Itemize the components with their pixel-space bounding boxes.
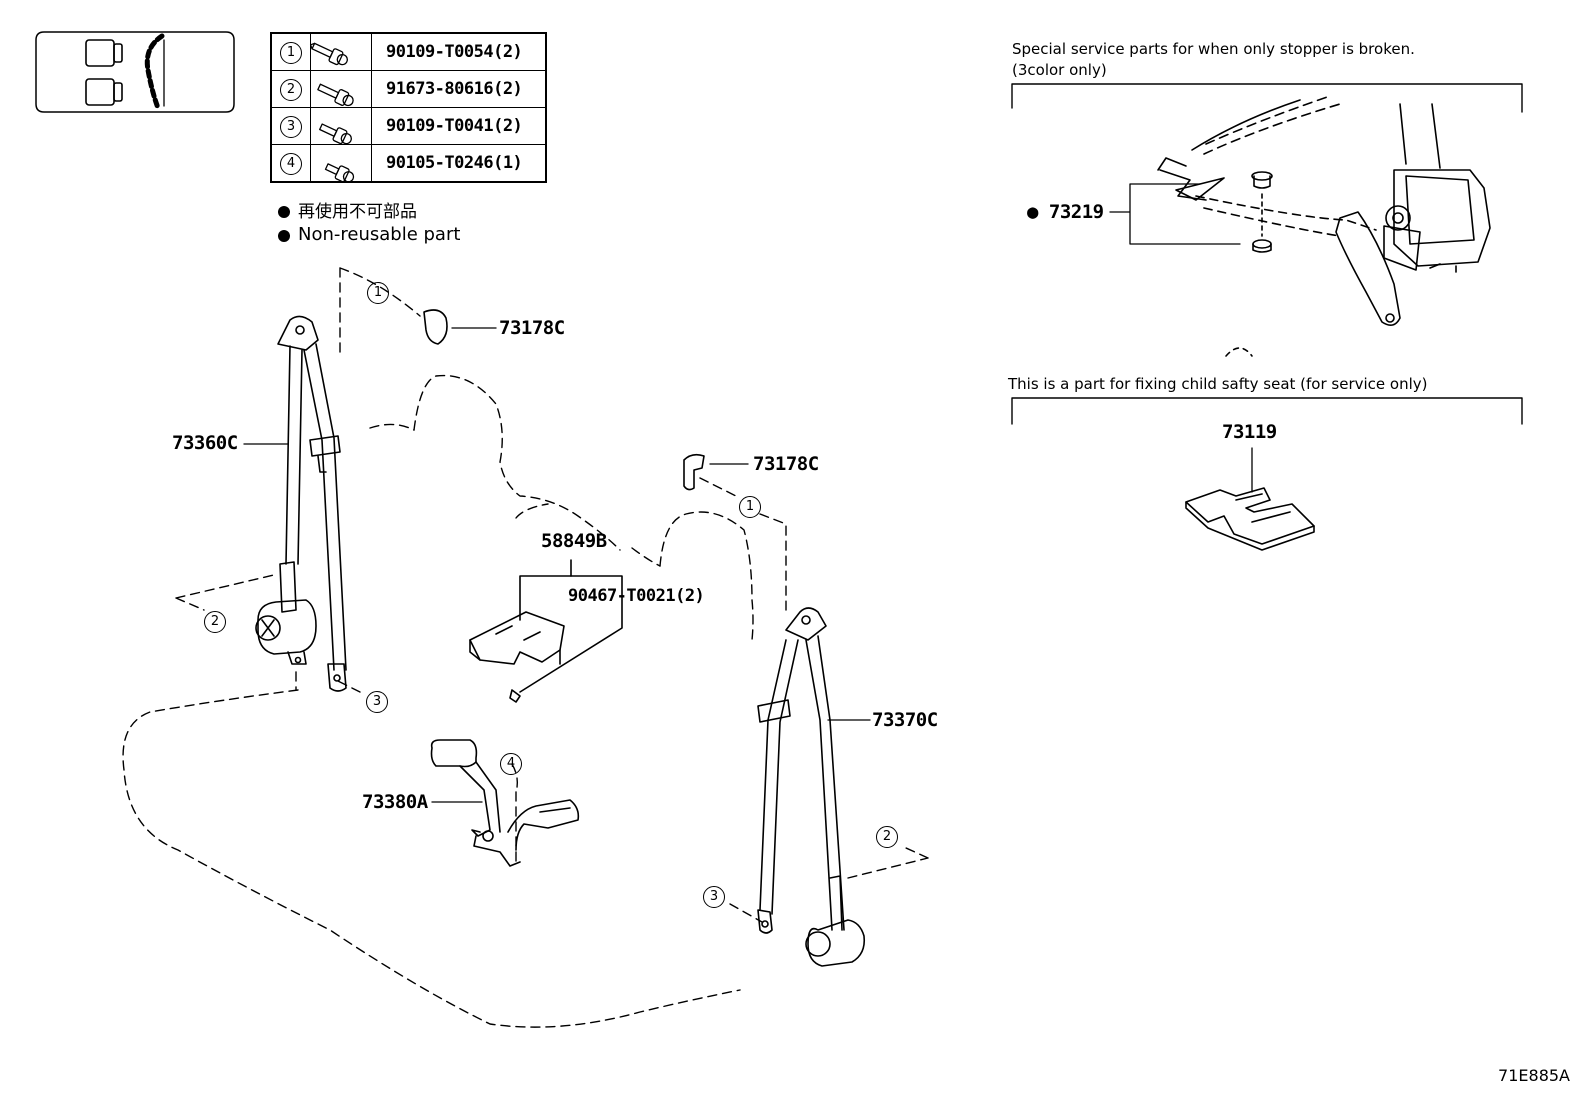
callout-73370C: 73370C — [872, 709, 938, 731]
cover-right-part — [683, 453, 705, 491]
fastener-part-number: 90109-T0041(2) — [371, 107, 547, 145]
ref-circle-2: 2 — [204, 611, 226, 633]
child-seat-inset — [1011, 397, 1523, 551]
fastener-part-number: 91673-80616(2) — [371, 70, 547, 108]
callout-90467-T0021: 90467-T0021(2) — [568, 586, 705, 606]
callout-73178C-left: 73178C — [499, 317, 565, 339]
non-reusable-marker-icon — [278, 206, 290, 218]
diagram-code: 71E885A — [1498, 1066, 1570, 1085]
non-reusable-marker-icon: ● — [1027, 201, 1038, 223]
fastener-bolt-icon — [310, 32, 372, 71]
vehicle-locator-icon — [35, 31, 235, 113]
fastener-row: 1 90109-T0054(2) — [270, 32, 547, 71]
callout-73360C: 73360C — [172, 432, 238, 454]
buckle-assembly — [430, 739, 580, 867]
ref-circle-3: 3 — [703, 886, 725, 908]
ref-circle-2: 2 — [876, 826, 898, 848]
center-part-58849B — [469, 559, 623, 703]
fastener-index: 4 — [280, 152, 302, 175]
cover-left-part — [423, 309, 448, 345]
fastener-index: 1 — [280, 41, 302, 64]
legend-japanese: 再使用不可部品 — [298, 202, 417, 222]
fastener-bolt-icon — [310, 107, 372, 145]
callout-58849B: 58849B — [541, 530, 607, 552]
fastener-bolt-icon — [310, 144, 372, 183]
fastener-bolt-icon — [310, 70, 372, 108]
right-belt-assembly — [757, 607, 866, 967]
fastener-table: 1 90109-T0054(2) 2 91673-80616(2) 3 9010… — [270, 32, 547, 183]
stopper-note: Special service parts for when only stop… — [1012, 40, 1415, 58]
fastener-row: 2 91673-80616(2) — [270, 70, 547, 108]
fastener-part-number: 90109-T0054(2) — [371, 32, 547, 71]
legend-english: Non-reusable part — [298, 224, 461, 245]
callout-73380A: 73380A — [362, 791, 428, 813]
callout-leaders — [243, 183, 1253, 803]
non-reusable-marker-icon — [278, 230, 290, 242]
callout-73119: 73119 — [1222, 421, 1277, 443]
ref-circle-1: 1 — [739, 496, 761, 518]
ref-circle-4: 4 — [500, 753, 522, 775]
left-belt-assembly — [255, 315, 347, 692]
child-seat-note: This is a part for fixing child safty se… — [1008, 375, 1428, 393]
callout-73219: ● 73219 — [1027, 201, 1104, 223]
stopper-inset — [1011, 83, 1523, 357]
fastener-row: 3 90109-T0041(2) — [270, 107, 547, 145]
fastener-index: 2 — [280, 78, 302, 101]
ref-circle-1: 1 — [367, 282, 389, 304]
ref-circle-3: 3 — [366, 691, 388, 713]
stopper-note-sub: (3color only) — [1012, 61, 1107, 79]
fastener-row: 4 90105-T0246(1) — [270, 144, 547, 183]
fastener-part-number: 90105-T0246(1) — [371, 144, 547, 183]
fastener-index: 3 — [280, 115, 302, 138]
callout-73178C-right: 73178C — [753, 453, 819, 475]
